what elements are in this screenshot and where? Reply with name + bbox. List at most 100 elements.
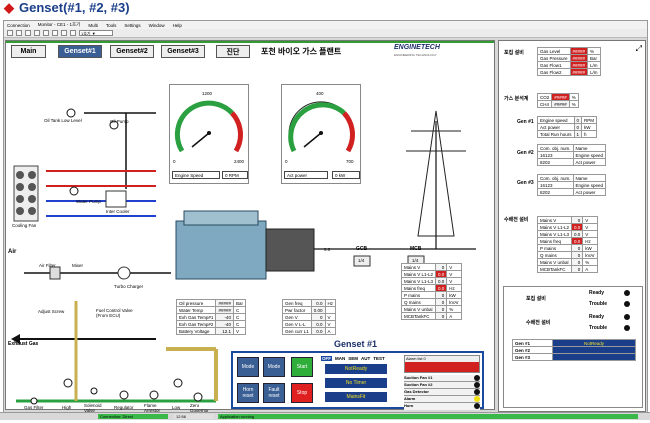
menu-help[interactable]: Help — [172, 22, 182, 28]
fan-icon — [16, 207, 24, 215]
start-button[interactable]: Start — [291, 357, 313, 377]
menu-window[interactable]: Window — [148, 22, 165, 28]
status-box: 포집 설비 Ready Trouble 수배전 설비 Ready Trouble… — [503, 286, 643, 408]
exhaust-arrow-icon — [11, 334, 20, 344]
inter-cooler-label: Inter Cooler — [106, 209, 130, 214]
lamp-icon — [474, 396, 480, 402]
main-panel: Main Genset#1 Genset#2 Genset#3 진단 포천 바이… — [5, 40, 495, 413]
list-item: Gas Detector — [404, 389, 480, 396]
status-bar: Connection: Direct 12:56 Application run… — [0, 412, 650, 420]
nav-genset2-button[interactable]: Genset#2 — [110, 45, 154, 58]
mode-off[interactable]: OFF — [321, 356, 332, 361]
horn-reset-button[interactable]: Horn reset — [237, 383, 259, 403]
speed-tick-mid: 1200 — [202, 91, 213, 96]
mode-test[interactable]: TEST — [373, 356, 385, 361]
diamond-bullet-icon: ◆ — [4, 0, 14, 15]
right-panel: ⤢ 포집 설비 Gas Level#####% Gas Pressure####… — [498, 40, 646, 412]
fan-icon — [28, 195, 36, 203]
gas-filter-label: Gas Filter — [24, 405, 44, 410]
lamp-icon — [474, 403, 480, 409]
regulator-label: Regulator — [114, 405, 134, 410]
lamp-icon — [624, 301, 630, 307]
mcb-label: MCB — [410, 246, 422, 252]
engine-speed-label: Engine Speed — [172, 171, 220, 179]
engine-speed-gauge: 0 1200 2400 Engine Speed 0 RPM — [169, 84, 249, 184]
fault-reset-button[interactable]: Fault reset — [263, 383, 285, 403]
mode-right-button[interactable]: Mode — [263, 357, 285, 377]
air-label: Air — [8, 249, 17, 255]
act-power-gauge: 0 400 700 Act power 0 kW — [281, 84, 361, 184]
section-analyzer: 가스 분석계 — [504, 96, 529, 102]
act-power-label: Act power — [284, 171, 328, 179]
nav-genset3-button[interactable]: Genset#3 — [161, 45, 205, 58]
status-ready-2: Ready — [589, 314, 605, 320]
status-notready: NotReady — [325, 364, 387, 374]
open-icon[interactable] — [16, 30, 22, 36]
section-switchgear: 수배전 설비 — [504, 217, 529, 223]
dial-arc — [288, 101, 354, 152]
stop-button[interactable]: Stop — [291, 383, 313, 403]
device-select[interactable]: 1호기 ▼ — [79, 30, 113, 36]
genset-control-panel: Mode Mode Horn reset Fault reset Start S… — [231, 351, 484, 410]
table-row: Gen #2 — [512, 346, 636, 354]
gen1-label: Gen #1 — [517, 119, 534, 125]
mode-aut[interactable]: AUT — [361, 356, 371, 361]
monitor-icon[interactable] — [61, 30, 67, 36]
process-diagram — [11, 108, 476, 405]
menu-monitor[interactable]: Monitor - CE1 - 1호기 — [37, 22, 81, 27]
menu-multi[interactable]: Multi — [88, 22, 98, 28]
save-icon[interactable] — [25, 30, 31, 36]
table-row: Gas Pressure#####Bar — [537, 54, 601, 62]
status-ready-1: Ready — [589, 290, 605, 296]
gcb-box — [353, 255, 371, 267]
nav-diagnosis-button[interactable]: 진단 — [216, 45, 250, 58]
list-item: Horn — [404, 403, 480, 410]
fuel-valve-label: Fuel Control Valve (From ECU) — [96, 308, 133, 318]
mode-sem[interactable]: SEM — [348, 356, 359, 361]
engine-speed-value: 0 RPM — [222, 171, 248, 179]
power-tower-icon — [417, 110, 455, 237]
table-row: CO2#####% — [536, 93, 579, 101]
fan-icon — [16, 183, 24, 191]
list-item: Suction Fan #1 — [404, 375, 480, 382]
dial-needle — [303, 132, 322, 148]
low-label: Low — [172, 405, 181, 410]
lamp-icon — [624, 314, 630, 320]
menu-settings[interactable]: Settings — [124, 22, 141, 28]
table-row: Gen #3 — [512, 353, 636, 361]
nav-main-button[interactable]: Main — [11, 45, 46, 58]
dial-red-zone — [342, 111, 355, 153]
mode-left-button[interactable]: Mode — [237, 357, 259, 377]
lamp-icon — [624, 290, 630, 296]
disconnect-icon[interactable] — [43, 30, 49, 36]
list-item: Suction Fan #2 — [404, 382, 480, 389]
mode-man[interactable]: MAN — [335, 356, 346, 361]
status-trouble-1: Trouble — [589, 301, 608, 307]
settings-icon[interactable] — [52, 30, 58, 36]
flame-arrestor-icon — [149, 390, 159, 400]
header-stripe — [6, 41, 494, 43]
fullscreen-icon[interactable]: ⤢ — [635, 44, 642, 53]
menu-tools[interactable]: Tools — [105, 22, 117, 28]
speed-tick-max: 2400 — [234, 159, 245, 164]
table-row: CH4#####% — [536, 100, 579, 108]
new-icon[interactable] — [7, 30, 13, 36]
fan-icon — [16, 195, 24, 203]
menu-connection[interactable]: Connection — [7, 22, 30, 28]
connect-icon[interactable] — [34, 30, 40, 36]
status-timer: No Timer — [325, 378, 387, 388]
alarm-list-box[interactable]: Alarm list 0 — [404, 355, 480, 373]
engine-block — [175, 220, 267, 280]
lamp-icon — [474, 375, 480, 381]
grid-icon[interactable] — [70, 30, 76, 36]
nav-genset1-button[interactable]: Genset#1 — [58, 45, 102, 58]
oil-level-label: Oil Tank Low Level — [44, 118, 82, 123]
